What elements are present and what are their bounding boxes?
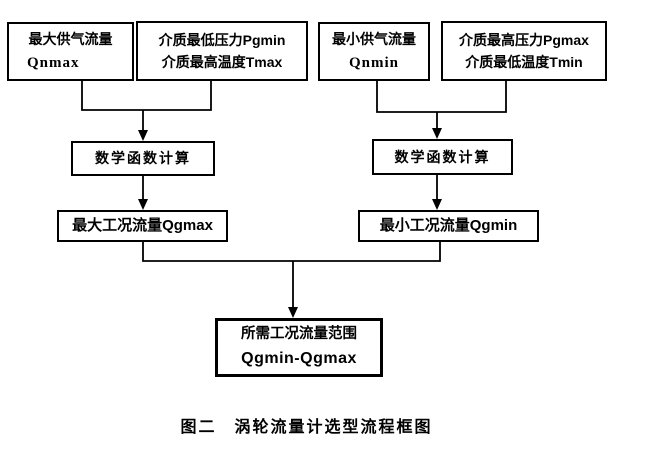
node-label: 所需工况流量范围 [241,326,357,343]
node-math-calc-right: 数学函数计算 [372,139,513,175]
figure-caption: 图二 涡轮流量计选型流程框图 [180,419,433,436]
node-label: 最大供气流量 [28,31,113,48]
arrowhead-icon [432,199,442,210]
merge-connector-top-right [376,80,507,113]
node-label: 数学函数计算 [95,150,191,167]
node-label: Qnmax [27,54,80,71]
arrowhead-icon [288,307,298,318]
node-label: 最小供气流量 [332,31,416,48]
arrowhead-icon [432,128,442,139]
node-label: Qgmin-Qgmax [241,350,357,368]
node-label: 介质最低温度Tmin [465,54,583,70]
node-label: Qnmin [348,54,399,71]
node-label: 介质最高温度Tmax [161,54,283,70]
node-min-supply-flow: 最小供气流量 Qnmin [318,22,430,81]
node-label: 介质最高压力Pgmax [459,31,589,48]
node-required-flow-range: 所需工况流量范围 Qgmin-Qgmax [215,318,383,377]
node-max-operating-flow: 最大工况流量Qgmax [57,210,228,242]
node-label: 最小工况流量Qgmin [379,217,518,234]
node-max-supply-flow: 最大供气流量 Qnmax [7,22,134,81]
arrowhead-icon [138,199,148,210]
node-min-operating-flow: 最小工况流量Qgmin [358,210,539,242]
merge-connector-top-left [81,80,212,111]
node-max-pressure-min-temp: 介质最高压力Pgmax 介质最低温度Tmin [441,21,607,81]
merge-connector-bottom [142,242,441,262]
arrowhead-icon [138,130,148,141]
node-label: 数学函数计算 [394,148,491,165]
node-label: 最大工况流量Qgmax [72,217,213,234]
node-min-pressure-max-temp: 介质最低压力Pgmin 介质最高温度Tmax [136,21,308,81]
node-math-calc-left: 数学函数计算 [71,141,215,176]
node-label: 介质最低压力Pgmin [158,31,286,48]
